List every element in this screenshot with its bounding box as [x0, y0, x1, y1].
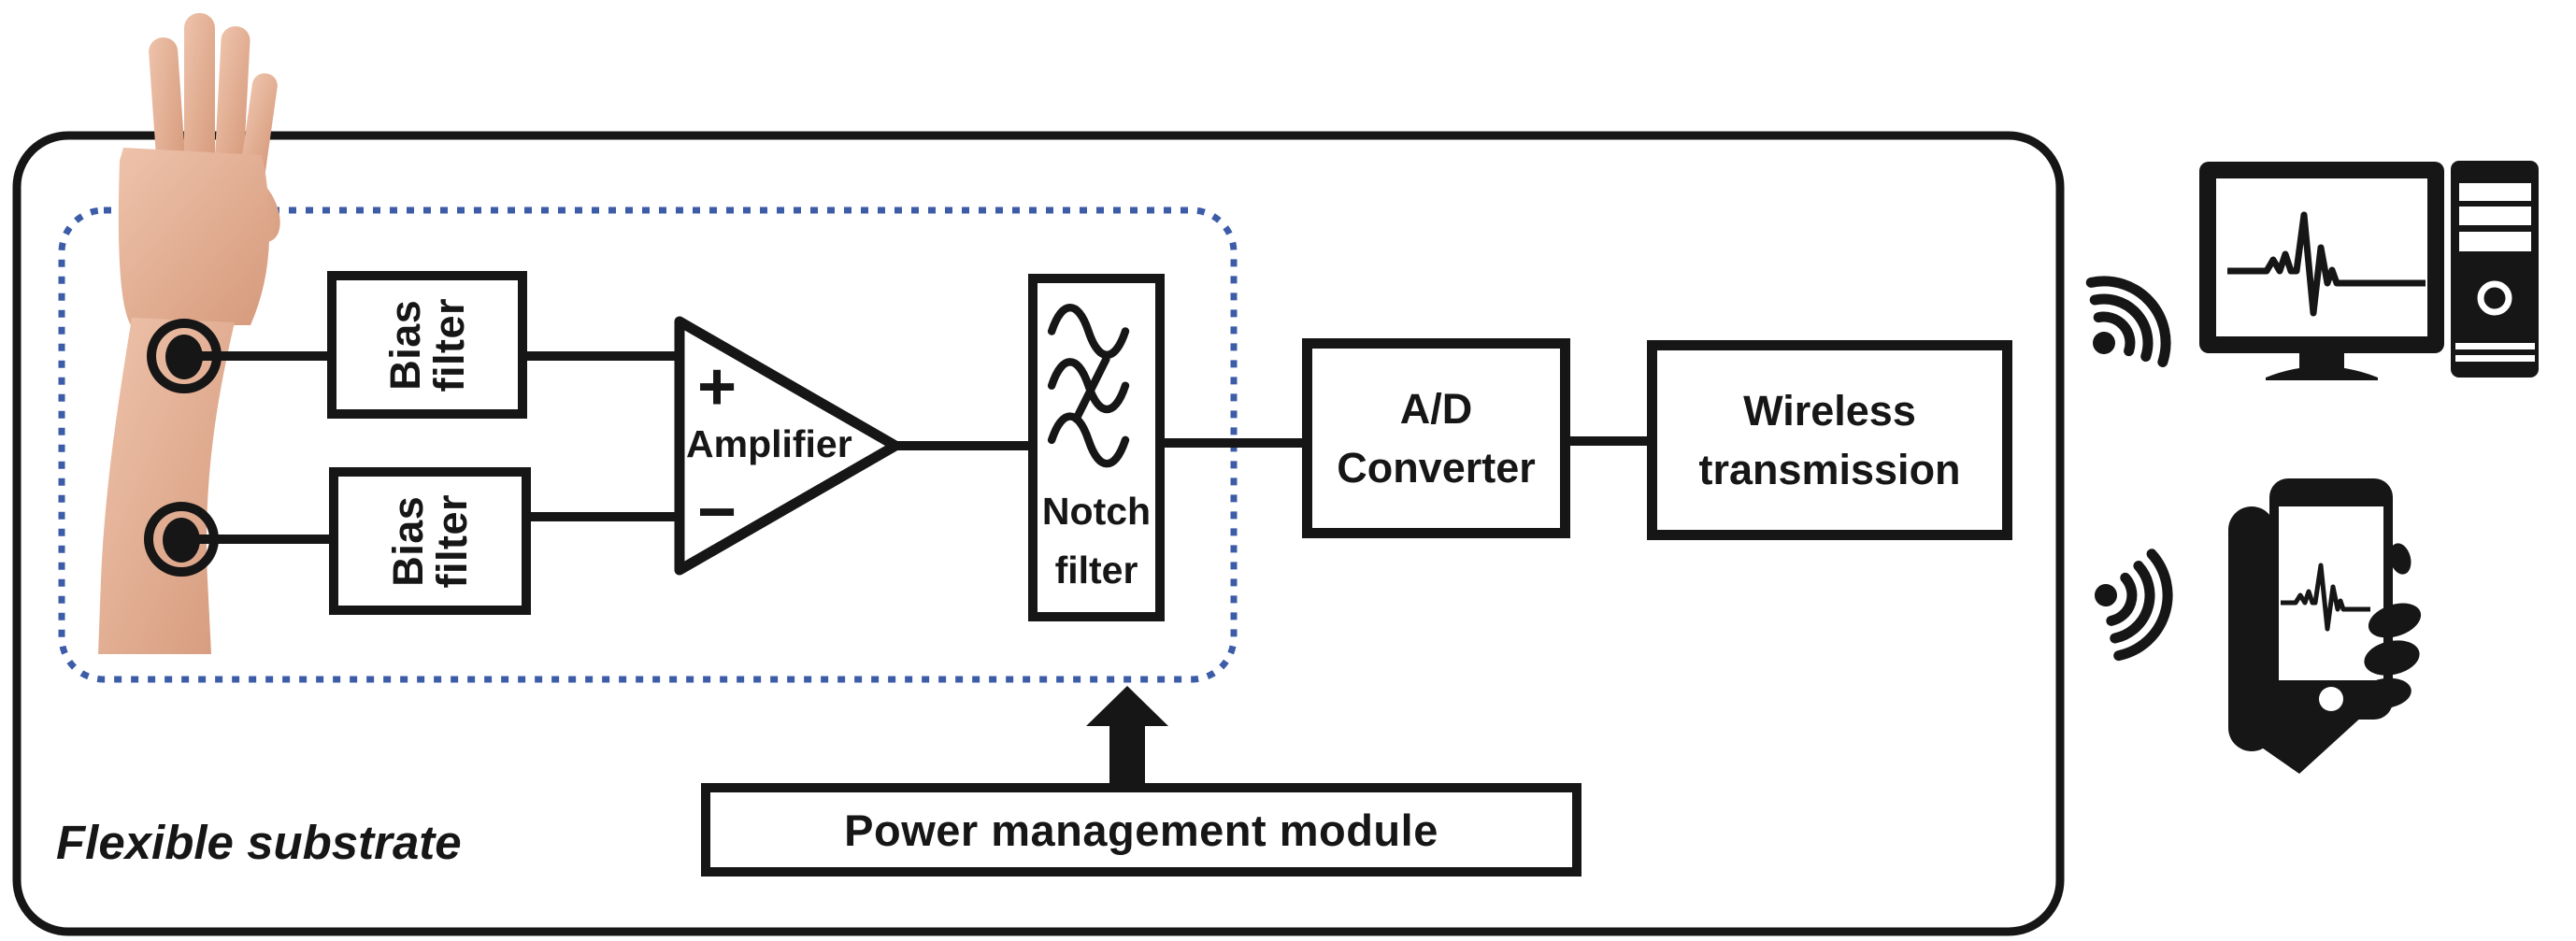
wireless-label-line1: Wireless	[1743, 387, 1916, 435]
notch-filter-label-line2: filter	[1054, 549, 1138, 592]
amplifier-triangle	[674, 316, 901, 576]
ad-converter-label-line2: Converter	[1337, 444, 1536, 492]
ad-converter-label-line1: A/D	[1399, 385, 1473, 433]
amplifier-minus-input: −	[696, 475, 737, 549]
bias-filter-1-label-line1: Bias	[380, 299, 429, 391]
arm-image	[98, 13, 280, 654]
electrode-top-icon	[147, 319, 222, 393]
amplifier-label: Amplifier	[686, 422, 852, 465]
block-wireless-transmission: Wireless transmission	[1647, 340, 2012, 540]
electrode-bottom-icon	[144, 502, 219, 577]
notch-waves-icon	[1047, 304, 1130, 468]
wifi-bottom-icon	[2095, 549, 2173, 662]
amplifier-plus-input: +	[696, 349, 737, 424]
bias-filter-2-label-line2: filter	[427, 493, 476, 589]
bias-filter-1-label-line2: filter	[424, 297, 473, 392]
up-arrow-icon	[1086, 686, 1168, 783]
pc-tower-icon	[2451, 161, 2539, 378]
outer-border	[12, 131, 2065, 936]
wifi-top-icon	[2085, 276, 2171, 367]
block-power-management-module: Power management module	[701, 783, 1581, 877]
monitor-ecg-trace	[2227, 211, 2426, 317]
smartphone-in-hand-icon	[2228, 478, 2422, 774]
block-notch-filter: Notch filter	[1028, 274, 1165, 621]
desktop-computer-icon	[2199, 161, 2539, 380]
bias-filter-2-label-line1: Bias	[383, 495, 432, 587]
flexible-substrate-label: Flexible substrate	[56, 816, 462, 869]
power-module-label: Power management module	[844, 805, 1438, 855]
block-bias-filter-2: Bias filter	[329, 467, 531, 615]
wireless-label-line2: transmission	[1698, 446, 1961, 493]
block-ad-converter: A/D Converter	[1302, 338, 1570, 538]
notch-filter-label-line1: Notch	[1041, 489, 1152, 533]
phone-ecg-trace	[2281, 563, 2370, 632]
block-bias-filter-1: Bias filter	[327, 271, 527, 419]
